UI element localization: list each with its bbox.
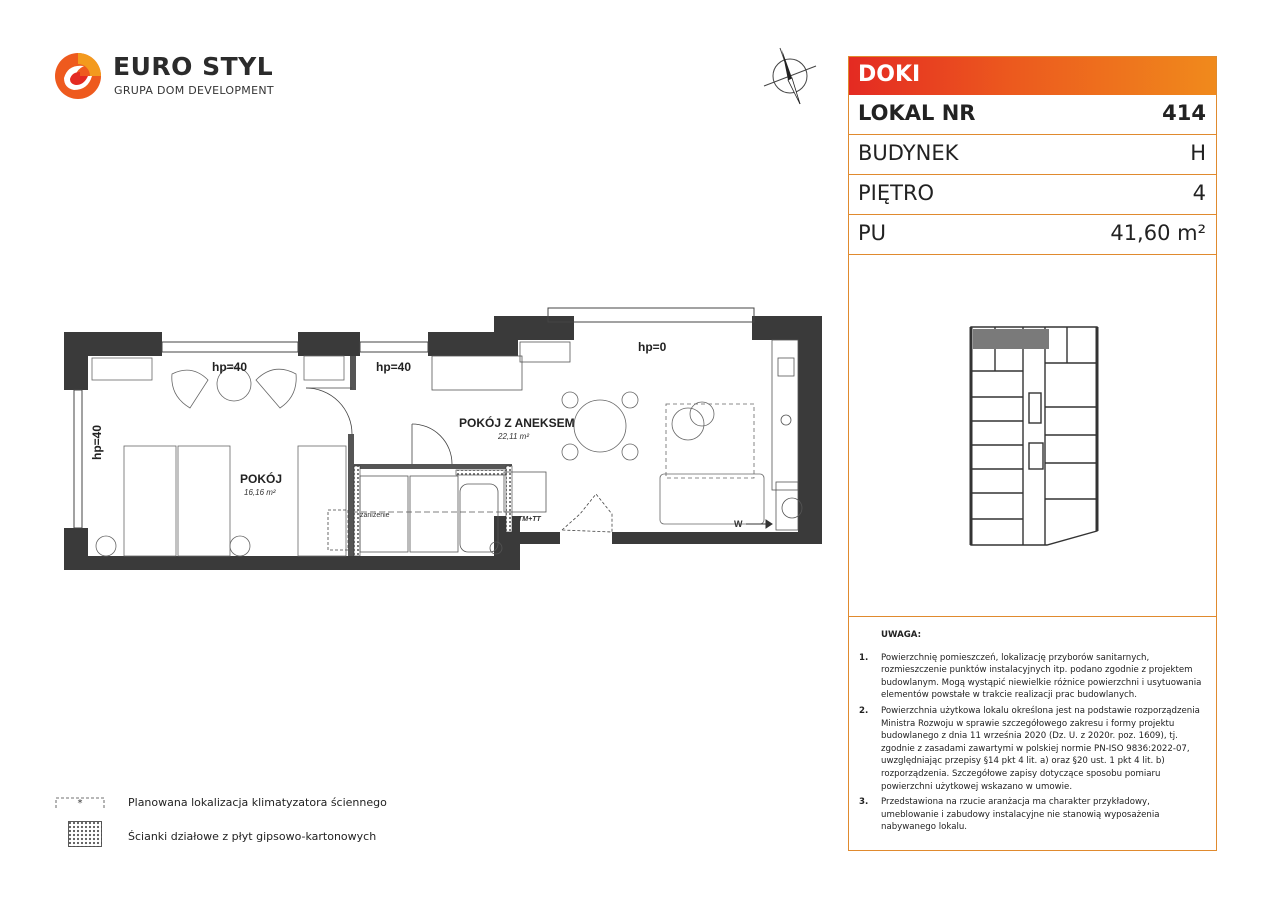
room-name: POKÓJ (240, 472, 283, 486)
investment-header: DOKI (849, 57, 1216, 95)
room-area: 22,11 m² (498, 432, 529, 441)
note-number: 3. (859, 797, 869, 808)
brand-subtitle: GRUPA DOM DEVELOPMENT (114, 84, 274, 97)
room-area: 16,16 m² (244, 488, 276, 497)
area-label: PU (858, 221, 887, 245)
note-number: 2. (859, 705, 869, 716)
building-value: H (1190, 141, 1206, 165)
note-text: Powierzchnia użytkowa lokalu określona j… (881, 705, 1200, 792)
row-area: PU 41,60 m² (849, 215, 1216, 255)
floor-label: PIĘTRO (858, 181, 935, 205)
height-note: hp=40 (90, 424, 104, 460)
row-building: BUDYNEK H (849, 135, 1216, 175)
notes-title: UWAGA: (881, 630, 922, 640)
note-number: 1. (859, 652, 869, 663)
note-item: 1. Powierzchnię pomieszczeń, lokalizację… (859, 652, 1209, 702)
euro-styl-logo-icon (55, 53, 101, 99)
ac-unit-icon: * (55, 797, 105, 809)
brand-name: EURO STYL (113, 52, 274, 81)
height-note: hp=0 (638, 340, 667, 354)
unit-number-label: LOKAL NR (858, 101, 976, 125)
info-panel: DOKI LOKAL NR 414 BUDYNEK H PIĘTRO 4 PU … (848, 56, 1217, 851)
floor-value: 4 (1192, 181, 1206, 205)
floor-key-plan (969, 326, 1099, 546)
note-item: 2. Powierzchnia użytkowa lokalu określon… (859, 705, 1209, 793)
legend-gypsum-label: Ścianki działowe z płyt gipsowo-kartonow… (128, 830, 377, 843)
legend-ac-label: Planowana lokalizacja klimatyzatora ście… (128, 796, 387, 809)
ceiling-drop-note: zaniżenie (360, 512, 390, 519)
room-name: POKÓJ Z ANEKSEM (459, 416, 575, 430)
row-floor: PIĘTRO 4 (849, 175, 1216, 215)
height-note: hp=40 (212, 360, 248, 374)
height-note: hp=40 (376, 360, 412, 374)
note-text: Przedstawiona na rzucie aranżacja ma cha… (881, 797, 1160, 833)
investment-name: DOKI (858, 62, 921, 87)
meter-tag: TM+TT (518, 516, 541, 523)
unit-number-value: 414 (1162, 101, 1206, 125)
floor-plan: hp=40 hp=40 hp=40 hp=0 POKÓJ 16,16 m² PO… (52, 300, 828, 580)
area-value: 41,60 m² (1110, 221, 1206, 245)
note-item: 3. Przedstawiona na rzucie aranżacja ma … (859, 796, 1209, 834)
building-label: BUDYNEK (858, 141, 959, 165)
floor-key-plan-area (849, 257, 1216, 617)
svg-text:*: * (78, 798, 83, 809)
north-arrow-icon (763, 47, 817, 105)
water-tag: W (734, 519, 743, 529)
note-text: Powierzchnię pomieszczeń, lokalizację pr… (881, 652, 1202, 701)
floor-plan-drawing (64, 307, 822, 570)
gypsum-wall-icon (68, 821, 102, 847)
notes-section: UWAGA: 1. Powierzchnię pomieszczeń, loka… (859, 629, 1209, 837)
row-unit-number: LOKAL NR 414 (849, 95, 1216, 135)
